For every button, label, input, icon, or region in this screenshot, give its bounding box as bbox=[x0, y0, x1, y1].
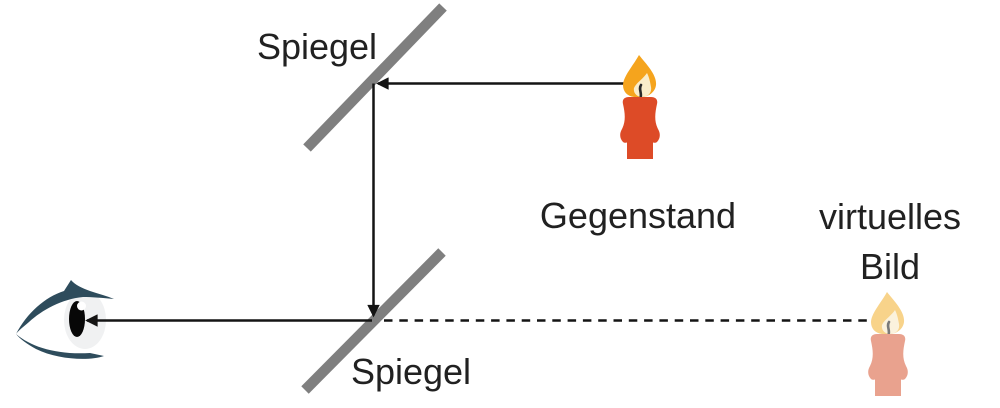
label-virtual-image-line2: Bild bbox=[859, 246, 921, 287]
eye-icon bbox=[16, 280, 114, 359]
lower-eyelash bbox=[16, 334, 104, 359]
candle-body bbox=[620, 97, 660, 159]
upper-eyelash bbox=[16, 280, 114, 334]
label-virtual-image-line1: virtuelles bbox=[818, 196, 962, 237]
flame-inner bbox=[633, 73, 652, 97]
virtual-candle-body bbox=[868, 334, 908, 396]
label-virtual-image: virtuelles Bild bbox=[819, 192, 961, 292]
mirror-bottom-line bbox=[301, 248, 446, 394]
virtual-flame-inner bbox=[881, 310, 900, 334]
candle-icon bbox=[620, 55, 660, 159]
faded-candle-icon bbox=[868, 292, 908, 396]
label-object: Gegenstand bbox=[539, 195, 737, 236]
mirror-top-line bbox=[303, 3, 447, 152]
pupil-highlight bbox=[77, 301, 86, 311]
label-mirror-top: Spiegel bbox=[256, 26, 378, 67]
label-mirror-bottom: Spiegel bbox=[350, 351, 472, 392]
